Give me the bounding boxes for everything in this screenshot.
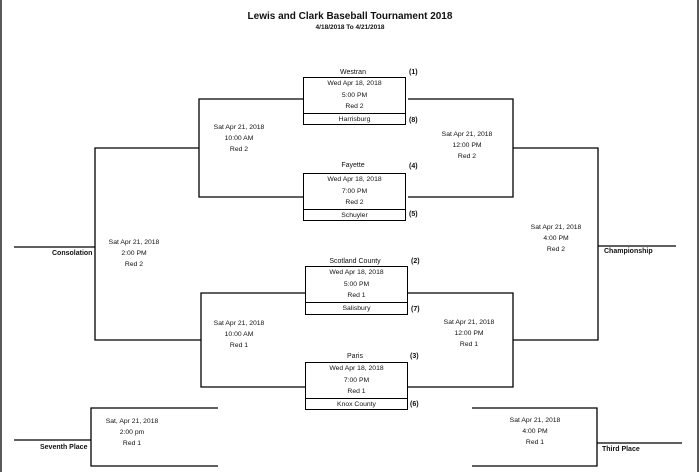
team-paris: Paris bbox=[347, 353, 363, 360]
consolation-final: Sat Apr 21, 2018 2:00 PM Red 2 bbox=[99, 237, 169, 270]
game-date: Sat Apr 21, 2018 bbox=[108, 239, 160, 246]
game-field: Red 2 bbox=[457, 153, 477, 160]
game-box-2: Wed Apr 18, 2018 7:00 PM Red 2 Schuyler bbox=[303, 173, 406, 221]
game-field: Red 1 bbox=[229, 342, 249, 349]
team-knox-county: Knox County bbox=[337, 400, 376, 408]
game-field: Red 1 bbox=[122, 440, 142, 447]
game-date: Sat Apr 21, 2018 bbox=[443, 319, 495, 326]
game-box-1: Wed Apr 18, 2018 5:00 PM Red 2 Harrisbur… bbox=[303, 77, 406, 125]
game-field: Red 1 bbox=[459, 341, 479, 348]
game-field: Red 2 bbox=[546, 246, 566, 253]
team-fayette: Fayette bbox=[341, 162, 365, 169]
game-time: 7:00 PM bbox=[341, 187, 368, 195]
seed-1: (1) bbox=[409, 69, 418, 76]
seed-7: (7) bbox=[411, 306, 420, 313]
game-time: 2:00 pm bbox=[119, 429, 145, 436]
championship-final: Sat Apr 21, 2018 4:00 PM Red 2 bbox=[521, 222, 591, 255]
seed-3: (3) bbox=[410, 353, 419, 360]
game-date: Sat Apr 21, 2018 bbox=[530, 224, 582, 231]
game-field: Red 2 bbox=[229, 146, 249, 153]
third-place-game: Sat Apr 21, 2018 4:00 PM Red 1 bbox=[500, 415, 570, 448]
seed-2: (2) bbox=[411, 258, 420, 265]
game-date: Sat Apr 21, 2018 bbox=[213, 124, 265, 131]
consolation-semifinal-lower: Sat Apr 21, 2018 10:00 AM Red 1 bbox=[204, 318, 274, 351]
game-field: Red 1 bbox=[525, 439, 545, 446]
game-date: Sat, Apr 21, 2018 bbox=[105, 418, 159, 425]
game-date: Wed Apr 18, 2018 bbox=[329, 365, 384, 372]
third-place-label: Third Place bbox=[602, 446, 640, 453]
championship-semifinal-upper: Sat Apr 21, 2018 12:00 PM Red 2 bbox=[432, 129, 502, 162]
game-date: Wed Apr 18, 2018 bbox=[327, 176, 382, 183]
game-box-3: Wed Apr 18, 2018 5:00 PM Red 1 Salisbury bbox=[305, 266, 408, 315]
consolation-semifinal-upper: Sat Apr 21, 2018 10:00 AM Red 2 bbox=[204, 122, 274, 155]
game-field: Red 1 bbox=[306, 386, 407, 399]
game-time: 7:00 PM bbox=[343, 376, 370, 384]
team-scotland-county: Scotland County bbox=[329, 258, 381, 265]
game-time: 4:00 PM bbox=[522, 428, 548, 435]
seed-8: (8) bbox=[409, 117, 418, 124]
seed-4: (4) bbox=[409, 163, 418, 170]
game-time: 10:00 AM bbox=[224, 331, 254, 338]
seventh-place-label: Seventh Place bbox=[40, 444, 88, 451]
game-time: 12:00 PM bbox=[452, 142, 482, 149]
game-date: Sat Apr 21, 2018 bbox=[509, 417, 561, 424]
game-time: 10:00 AM bbox=[224, 135, 254, 142]
game-date: Wed Apr 18, 2018 bbox=[329, 269, 384, 276]
team-salisbury: Salisbury bbox=[342, 304, 371, 312]
game-field: Red 2 bbox=[124, 261, 144, 268]
game-box-4: Wed Apr 18, 2018 7:00 PM Red 1 Knox Coun… bbox=[305, 362, 408, 410]
date-range: 4/18/2018 To 4/21/2018 bbox=[315, 24, 385, 31]
game-field: Red 2 bbox=[304, 101, 405, 114]
game-time: 12:00 PM bbox=[454, 330, 484, 337]
team-harrisburg: Harrisburg bbox=[338, 115, 371, 123]
page-title: Lewis and Clark Baseball Tournament 2018 bbox=[247, 11, 453, 22]
game-time: 4:00 PM bbox=[543, 235, 569, 242]
team-schuyler: Schuyler bbox=[341, 211, 368, 219]
game-date: Sat Apr 21, 2018 bbox=[441, 131, 493, 138]
championship-label: Championship bbox=[604, 248, 653, 255]
game-time: 5:00 PM bbox=[341, 91, 368, 99]
game-time: 2:00 PM bbox=[121, 250, 147, 257]
seventh-place-game: Sat, Apr 21, 2018 2:00 pm Red 1 bbox=[96, 416, 168, 449]
game-time: 5:00 PM bbox=[343, 280, 370, 288]
championship-semifinal-lower: Sat Apr 21, 2018 12:00 PM Red 1 bbox=[434, 317, 504, 350]
seed-6: (6) bbox=[410, 401, 419, 408]
consolation-label: Consolation bbox=[52, 250, 93, 257]
game-field: Red 2 bbox=[304, 197, 405, 210]
game-date: Wed Apr 18, 2018 bbox=[327, 80, 382, 87]
game-field: Red 1 bbox=[306, 290, 407, 303]
team-westran: Westran bbox=[340, 69, 366, 76]
seed-5: (5) bbox=[409, 211, 418, 218]
game-date: Sat Apr 21, 2018 bbox=[213, 320, 265, 327]
